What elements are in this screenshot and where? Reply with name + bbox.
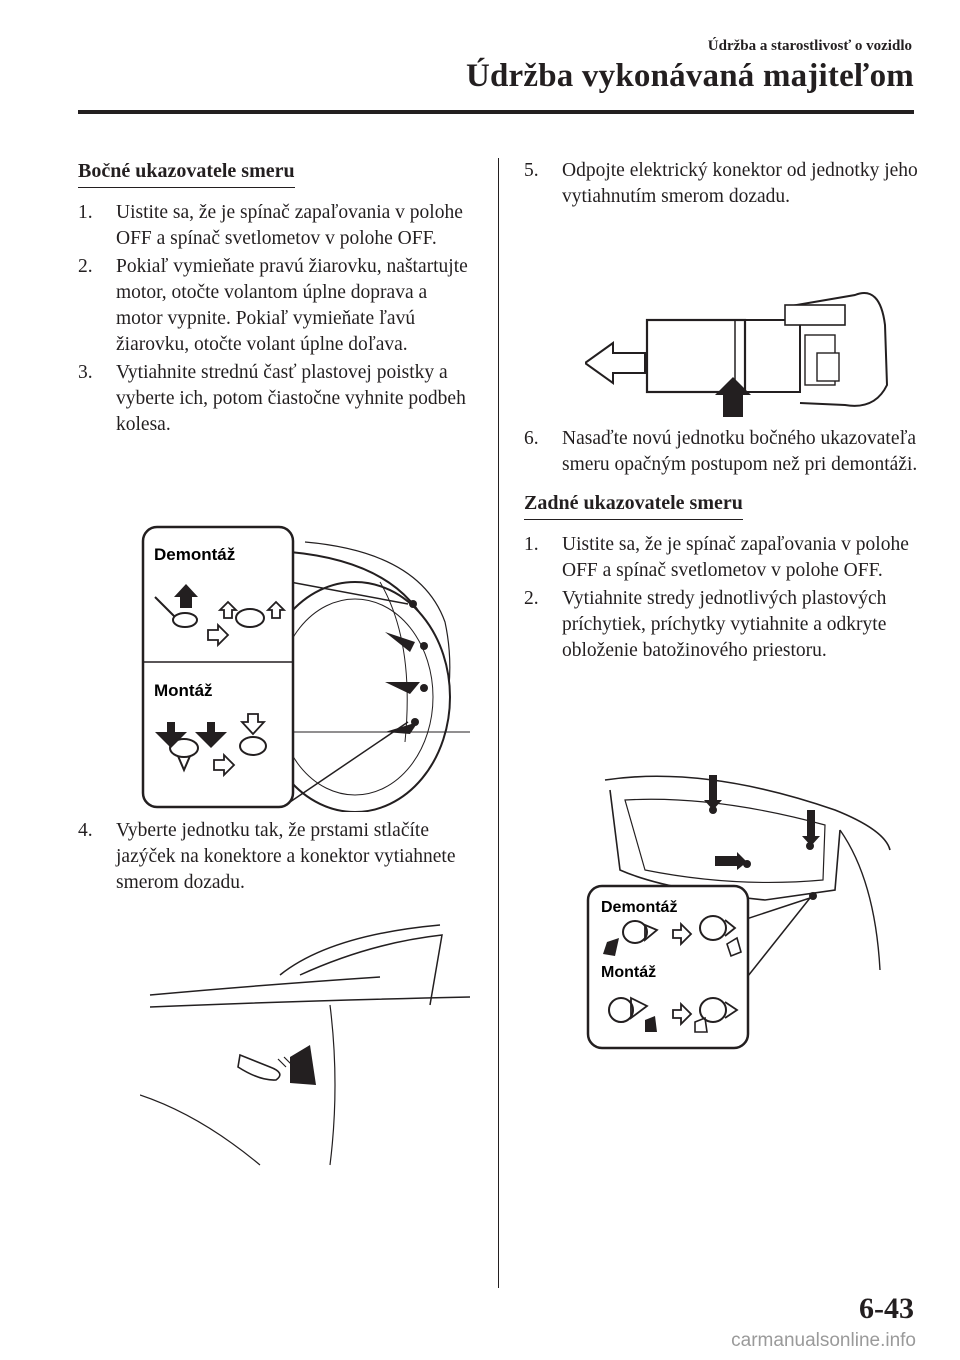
- section-heading-side-indicators: Bočné ukazovatele smeru: [78, 158, 295, 188]
- step-item: 1.Uistite sa, že je spínač zapaľovania v…: [524, 534, 909, 581]
- watermark: carmanualsonline.info: [731, 1330, 916, 1351]
- removal-label: Demontáž: [154, 545, 235, 564]
- step-item: 5.Odpojte elektrický konektor od jednotk…: [524, 160, 918, 207]
- step-item: 2.Vytiahnite stredy jednotlivých plastov…: [524, 588, 887, 661]
- right-column-middle: 6.Nasaďte novú jednotku bočného ukazovat…: [524, 426, 924, 666]
- install-label: Montáž: [601, 964, 656, 981]
- step-item: 1.Uistite sa, že je spínač zapaľovania v…: [78, 202, 463, 249]
- connector-figure: [585, 292, 889, 417]
- trunk-trim-figure: Demontáž Montáž: [586, 775, 891, 1050]
- rear-removal-clip-icon: [603, 915, 742, 958]
- column-divider: [498, 158, 499, 1288]
- header-rule: [78, 110, 914, 114]
- step-item: 3.Vytiahnite strednú časť plastovej pois…: [78, 362, 466, 435]
- page-number: 6-43: [859, 1292, 914, 1325]
- right-column-top: 5.Odpojte elektrický konektor od jednotk…: [524, 158, 924, 212]
- step-item: 2.Pokiaľ vymieňate pravú žiarovku, našta…: [78, 256, 468, 355]
- step-item: 4.Vyberte jednotku tak, že prstami stlač…: [78, 820, 456, 893]
- side-indicator-figure: [140, 924, 471, 1166]
- clip-removal-figure: Demontáž Montáž: [141, 525, 470, 812]
- install-clip-icon: [155, 713, 267, 778]
- page-title: Údržba vykonávaná majiteľom: [465, 58, 914, 94]
- header-subtitle: Údržba a starostlivosť o vozidlo: [707, 38, 912, 54]
- step-item: 6.Nasaďte novú jednotku bočného ukazovat…: [524, 428, 918, 475]
- removal-clip-icon: [154, 584, 287, 648]
- left-column: Bočné ukazovatele smeru 1.Uistite sa, že…: [78, 158, 478, 440]
- left-column-lower: 4.Vyberte jednotku tak, že prstami stlač…: [78, 818, 478, 898]
- section-heading-rear-indicators: Zadné ukazovatele smeru: [524, 490, 743, 520]
- install-label: Montáž: [154, 681, 213, 700]
- removal-label: Demontáž: [601, 899, 677, 916]
- rear-install-clip-icon: [608, 996, 739, 1033]
